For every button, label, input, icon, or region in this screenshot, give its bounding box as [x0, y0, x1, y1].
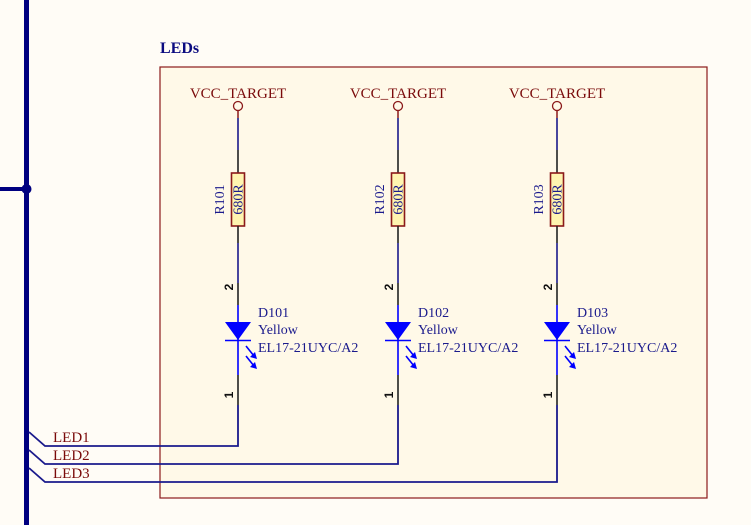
resistor-value: 680R [551, 184, 566, 215]
pin-number: 2 [382, 283, 396, 290]
led-color: Yellow [418, 323, 459, 338]
net-label-led1: LED1 [53, 430, 90, 446]
net-wire-led1[interactable] [28, 405, 239, 447]
bus-junction [21, 184, 32, 194]
resistor-value: 680R [232, 184, 247, 215]
sheet-title: LEDs [160, 40, 199, 57]
light-emission-icon [564, 345, 576, 369]
led-color: Yellow [258, 323, 299, 338]
resistor-designator: R101 [213, 184, 228, 214]
resistor-value: 680R [392, 184, 407, 215]
net-wire-led2[interactable] [28, 405, 399, 465]
pin-number: 1 [222, 391, 236, 398]
led-designator: D101 [258, 306, 289, 321]
pin-number: 1 [541, 391, 555, 398]
led-designator: D103 [577, 306, 608, 321]
led-channel-1: VCC_TARGET 680R R101 2 1 D101YellowEL17-21UYC… [28, 86, 358, 447]
net-label-led3: LED3 [53, 466, 90, 482]
light-emission-icon [245, 345, 257, 369]
led-diode-triangle-icon[interactable] [385, 322, 411, 340]
led-diode-triangle-icon[interactable] [544, 322, 570, 340]
leds-block-frame [159, 66, 708, 499]
led-diode-triangle-icon[interactable] [225, 322, 251, 340]
light-emission-icon [405, 345, 417, 369]
led-channel-2: VCC_TARGET 680R R102 2 1 D102YellowEL17-21UYC… [28, 86, 518, 465]
power-net-label: VCC_TARGET [350, 86, 446, 102]
pin-number: 2 [222, 283, 236, 290]
led-part-number: EL17-21UYC/A2 [418, 341, 518, 356]
led-designator: D102 [418, 306, 449, 321]
power-net-label: VCC_TARGET [509, 86, 605, 102]
resistor-designator: R103 [532, 184, 547, 214]
net-wire-led3[interactable] [28, 405, 558, 483]
led-channel-3: VCC_TARGET 680R R103 2 1 D103YellowEL17-21UYC… [28, 86, 677, 483]
power-net-label: VCC_TARGET [190, 86, 286, 102]
pin-number: 1 [382, 391, 396, 398]
net-label-led2: LED2 [53, 448, 90, 464]
led-part-number: EL17-21UYC/A2 [258, 341, 358, 356]
led-color: Yellow [577, 323, 618, 338]
resistor-designator: R102 [373, 184, 388, 214]
pin-number: 2 [541, 283, 555, 290]
led-part-number: EL17-21UYC/A2 [577, 341, 677, 356]
